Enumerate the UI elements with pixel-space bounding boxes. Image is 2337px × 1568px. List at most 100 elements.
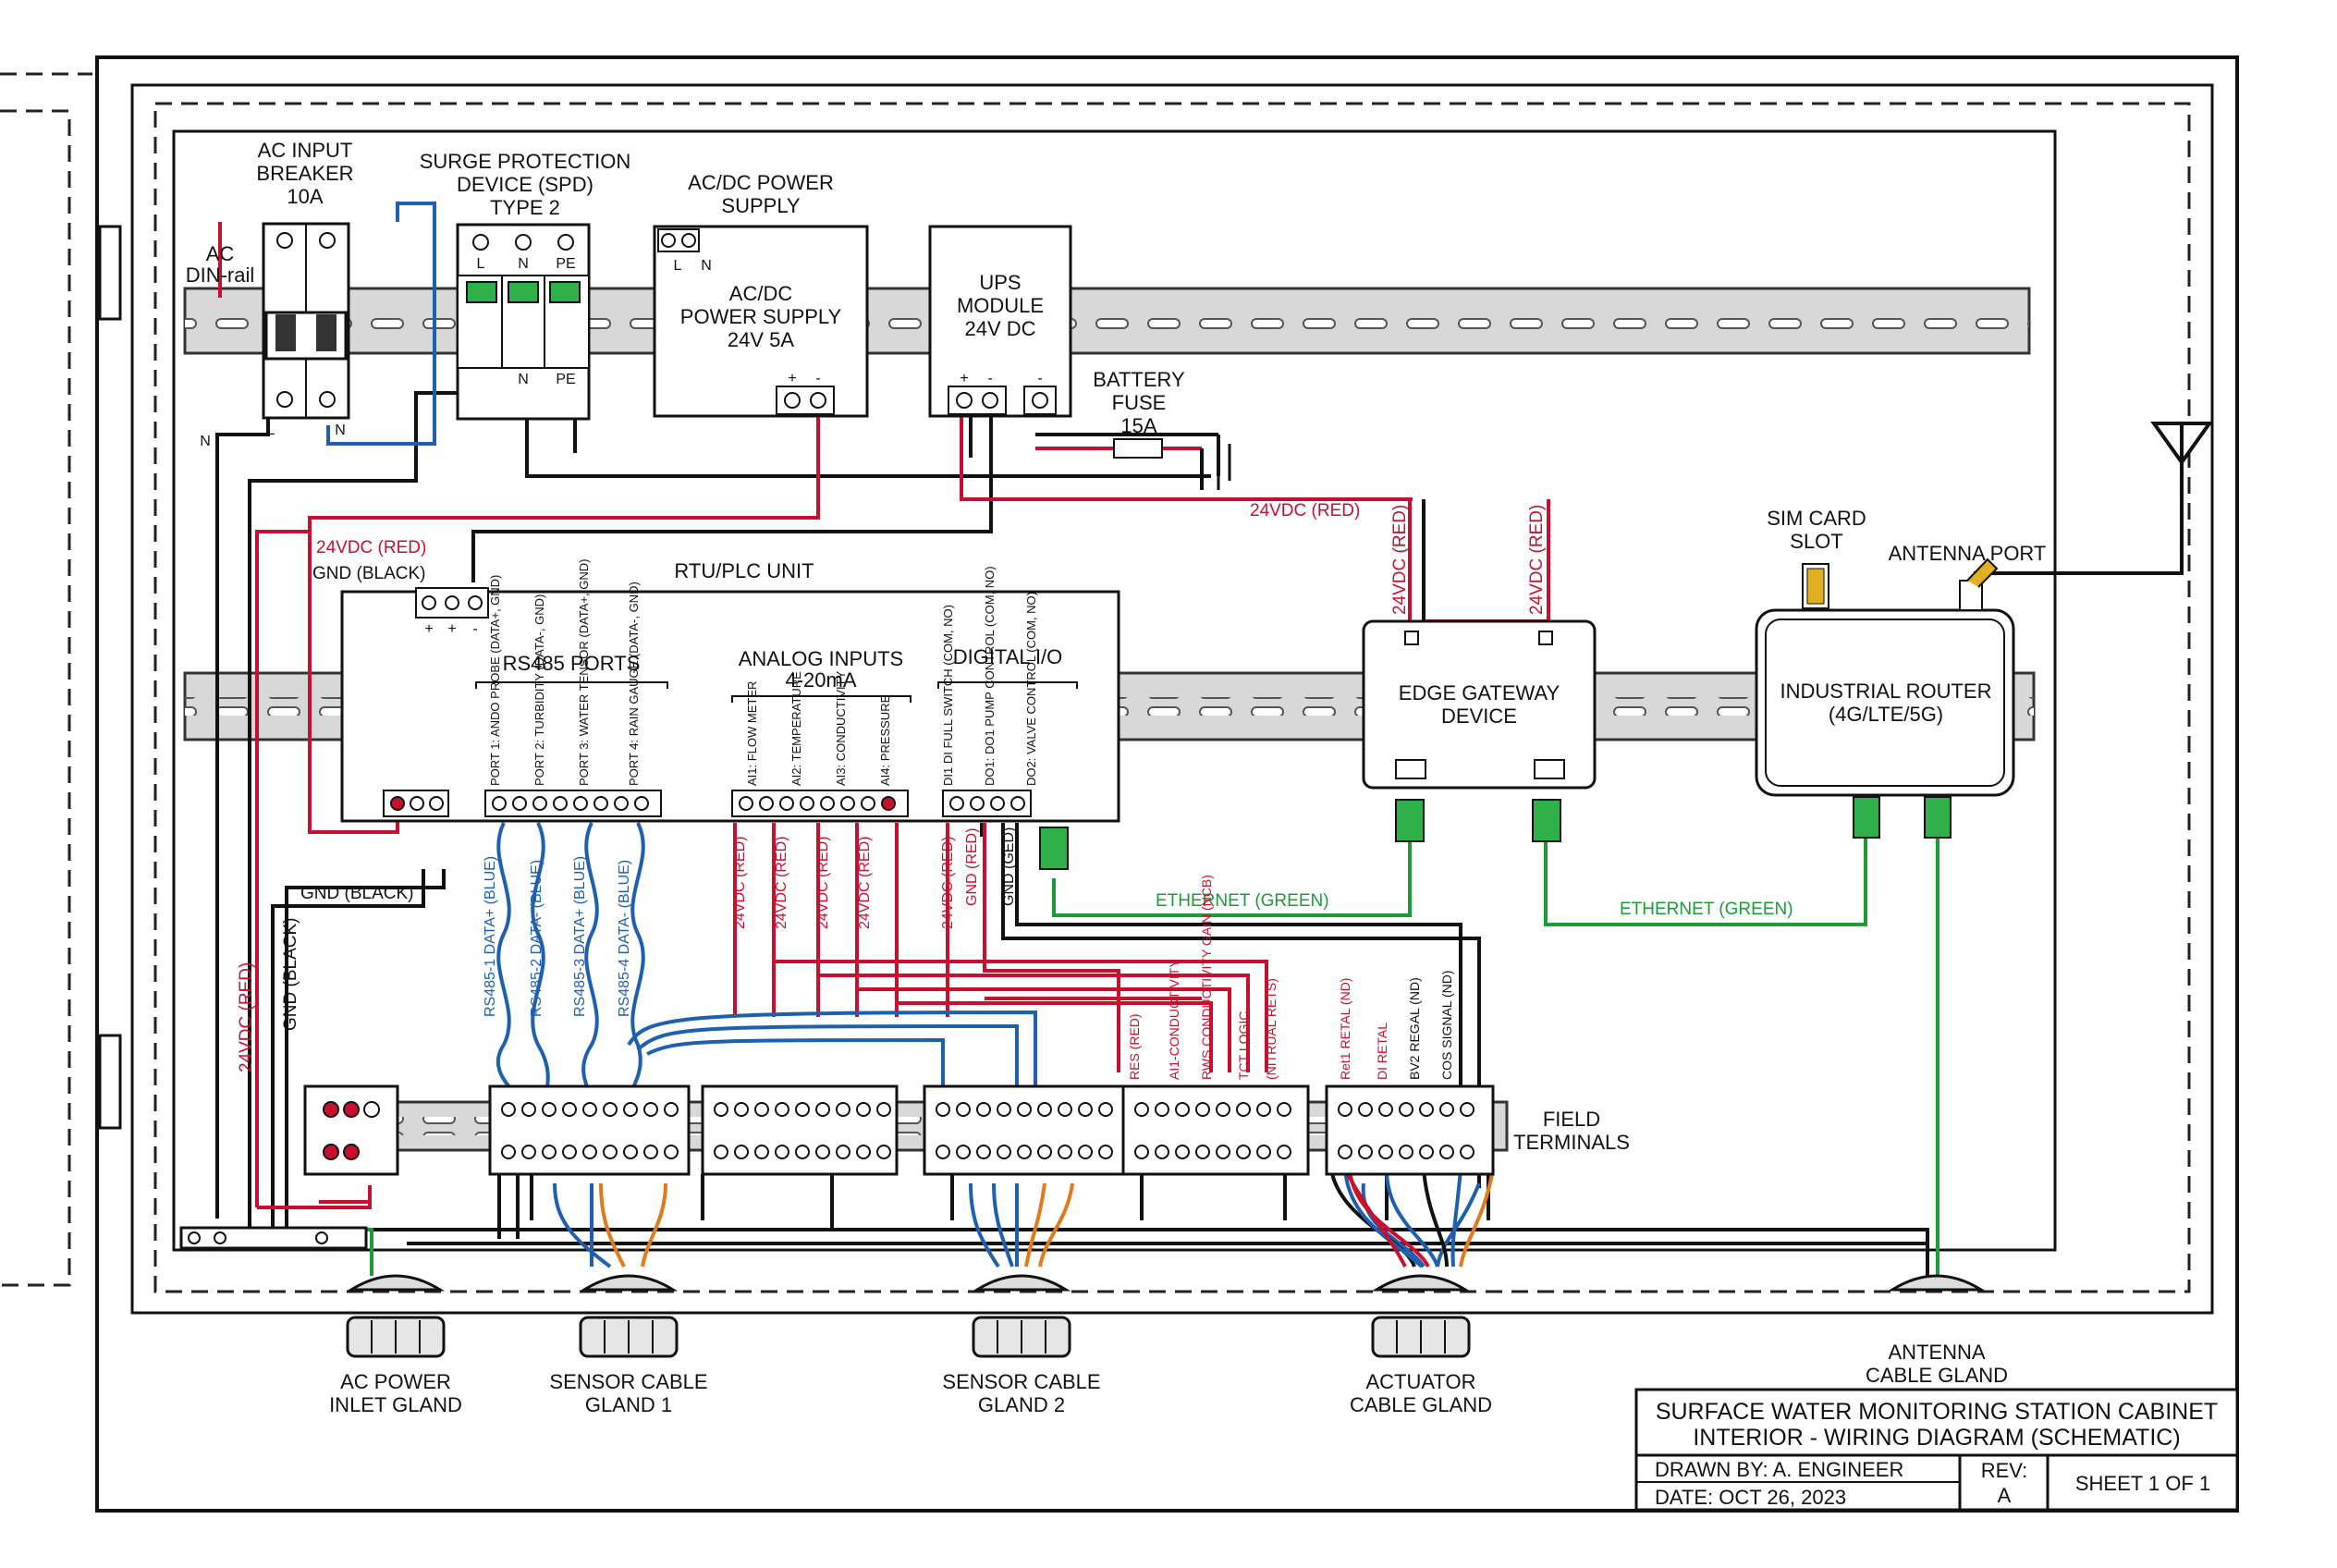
breaker-l: L xyxy=(267,423,275,438)
spd-label-2: DEVICE (SPD) xyxy=(457,173,593,196)
terminal-screw xyxy=(1058,1102,1072,1117)
label-gateway-red-2: 24VDC (RED) xyxy=(1527,505,1547,615)
industrial-router xyxy=(1755,557,2015,839)
wires-black xyxy=(215,391,1929,1276)
label-24vdc-red-2: 24VDC (RED) xyxy=(1250,501,1360,521)
psu-body-1: AC/DC xyxy=(729,282,793,305)
ups-module xyxy=(928,225,1072,418)
breaker-n: N xyxy=(335,423,346,438)
ac-dinrail-label-1: AC xyxy=(206,242,235,265)
router-label-2: (4G/LTE/5G) xyxy=(1829,703,1943,726)
terminal-screw xyxy=(1216,1102,1230,1117)
field-label-8: BV2 REGAL (ND) xyxy=(1407,977,1422,1080)
psu-body-3: 24V 5A xyxy=(728,328,794,351)
terminal-screw xyxy=(501,1102,516,1117)
gland-2-label-2: GLAND 1 xyxy=(585,1393,672,1416)
terminal-screw xyxy=(997,1102,1011,1117)
terminal-screw xyxy=(936,1145,950,1159)
rev-value: A xyxy=(1998,1484,2012,1507)
rs485-port-2: PORT 2: TURBIDITY (DATA-, GND) xyxy=(532,594,546,786)
spd-pe: PE xyxy=(556,256,575,272)
terminal-screw xyxy=(876,1145,891,1159)
breaker-label-2: BREAKER xyxy=(256,162,353,185)
rs485-port-1: PORT 1: ANDO PROBE (DATA+, GND) xyxy=(488,575,502,786)
field-small-labels: RES (RED) AI1-CONDUCTIVITY RWS CONDUCTIV… xyxy=(1127,875,1454,1080)
ac-input-breaker xyxy=(262,222,350,420)
drawing-date: DATE: OCT 26, 2023 xyxy=(1655,1486,1846,1509)
rtu-plus-2: + xyxy=(447,621,456,637)
terminal-screw xyxy=(1236,1102,1251,1117)
gland-3-label-2: GLAND 2 xyxy=(978,1393,1065,1416)
terminal-screw xyxy=(521,1102,536,1117)
terminal-screw xyxy=(582,1102,597,1117)
label-ethernet-1: ETHERNET (GREEN) xyxy=(1156,891,1329,911)
ups-minus: - xyxy=(987,371,992,386)
rs485-port-3: PORT 3: WATER TENSOR (DATA+, GND) xyxy=(577,559,591,786)
rev-label: REV: xyxy=(1981,1459,2028,1482)
edge-gateway-device xyxy=(1362,619,1597,842)
terminal-screw xyxy=(501,1145,516,1159)
rs485-ports-label: RS485 PORTS xyxy=(503,652,641,675)
rs485-wire-3: RS485-3 DATA+ (BLUE) xyxy=(572,856,588,1017)
terminal-screw xyxy=(714,1145,728,1159)
analog-label-3: AI3: CONDUCTIVITY xyxy=(834,670,848,786)
analog-wire-4: 24VDC (RED) xyxy=(857,837,873,929)
ups-label-1: UPS xyxy=(979,271,1021,294)
antenna-port-label: ANTENNA PORT xyxy=(1889,542,2047,565)
field-terminal-screws-row xyxy=(501,1102,1474,1159)
sim-card-label-1: SIM CARD xyxy=(1767,507,1866,530)
terminal-screw xyxy=(815,1145,830,1159)
terminal-screw xyxy=(1358,1102,1373,1117)
gland-5-label-2: CABLE GLAND xyxy=(1866,1364,2008,1387)
terminal-screw xyxy=(1460,1102,1474,1117)
terminal-screw xyxy=(521,1145,536,1159)
terminal-screw xyxy=(1134,1102,1149,1117)
terminal-screw xyxy=(1419,1102,1434,1117)
terminal-letters: L N PE N PE L N + - + - - L N N + + - xyxy=(200,256,1042,637)
terminal-screw xyxy=(856,1145,871,1159)
cabinet-enclosure xyxy=(0,55,2239,1513)
rtu-title: RTU/PLC UNIT xyxy=(674,559,814,582)
terminal-screw xyxy=(1419,1145,1434,1159)
label-gnd-black-2: GND (BLACK) xyxy=(300,884,413,903)
digital-label-1: DI1 DI FULL SWITCH (COM, NO) xyxy=(941,605,955,786)
psu-n: N xyxy=(701,258,712,274)
psu-plus: + xyxy=(788,371,796,386)
breaker-label-3: 10A xyxy=(287,185,323,208)
field-terminals-label-2: TERMINALS xyxy=(1513,1131,1630,1154)
sheet-number: SHEET 1 OF 1 xyxy=(2075,1472,2210,1495)
spd-n-bottom: N xyxy=(518,372,529,387)
spd-pe-bottom: PE xyxy=(556,372,575,387)
terminal-screw xyxy=(754,1102,769,1117)
gland-1-label-1: AC POWER xyxy=(340,1370,451,1393)
terminal-screw xyxy=(1058,1145,1072,1159)
field-terminal-screws xyxy=(323,1101,380,1160)
battery-fuse-label-2: FUSE xyxy=(1112,391,1167,414)
battery-fuse-label-1: BATTERY xyxy=(1093,368,1185,391)
field-label-6: Ret1 RETAL (ND) xyxy=(1338,978,1352,1080)
terminal-screw xyxy=(1017,1102,1032,1117)
field-label-5: (NITRUAL RETS) xyxy=(1264,978,1279,1080)
terminal-screw xyxy=(1078,1102,1093,1117)
terminal-screw xyxy=(815,1102,830,1117)
analog-wire-2: 24VDC (RED) xyxy=(774,837,789,929)
surge-protection-device xyxy=(456,223,591,421)
analog-wire-1: 24VDC (RED) xyxy=(732,837,748,929)
analog-inputs-label-1: ANALOG INPUTS xyxy=(739,647,903,670)
sim-card-label-2: SLOT xyxy=(1790,530,1842,553)
digital-label-3: DO2: VALVE CONTROL (COM, NO) xyxy=(1024,592,1038,786)
rs485-wire-4: RS485-4 DATA- (BLUE) xyxy=(617,860,632,1017)
terminal-screw xyxy=(1439,1145,1454,1159)
terminal-screw xyxy=(643,1145,658,1159)
gland-5-label-1: ANTENNA xyxy=(1888,1341,1985,1364)
terminal-screw xyxy=(1338,1145,1352,1159)
wires-orange xyxy=(599,1182,1074,1268)
label-24vdc-red-vertical: 24VDC (RED) xyxy=(237,962,256,1072)
terminal-screw xyxy=(734,1145,749,1159)
terminal-screw xyxy=(754,1145,769,1159)
terminal-screw xyxy=(1078,1145,1093,1159)
label-gnd-black-1: GND (BLACK) xyxy=(312,564,425,583)
spd-l: L xyxy=(477,256,485,272)
terminal-screw xyxy=(1216,1145,1230,1159)
